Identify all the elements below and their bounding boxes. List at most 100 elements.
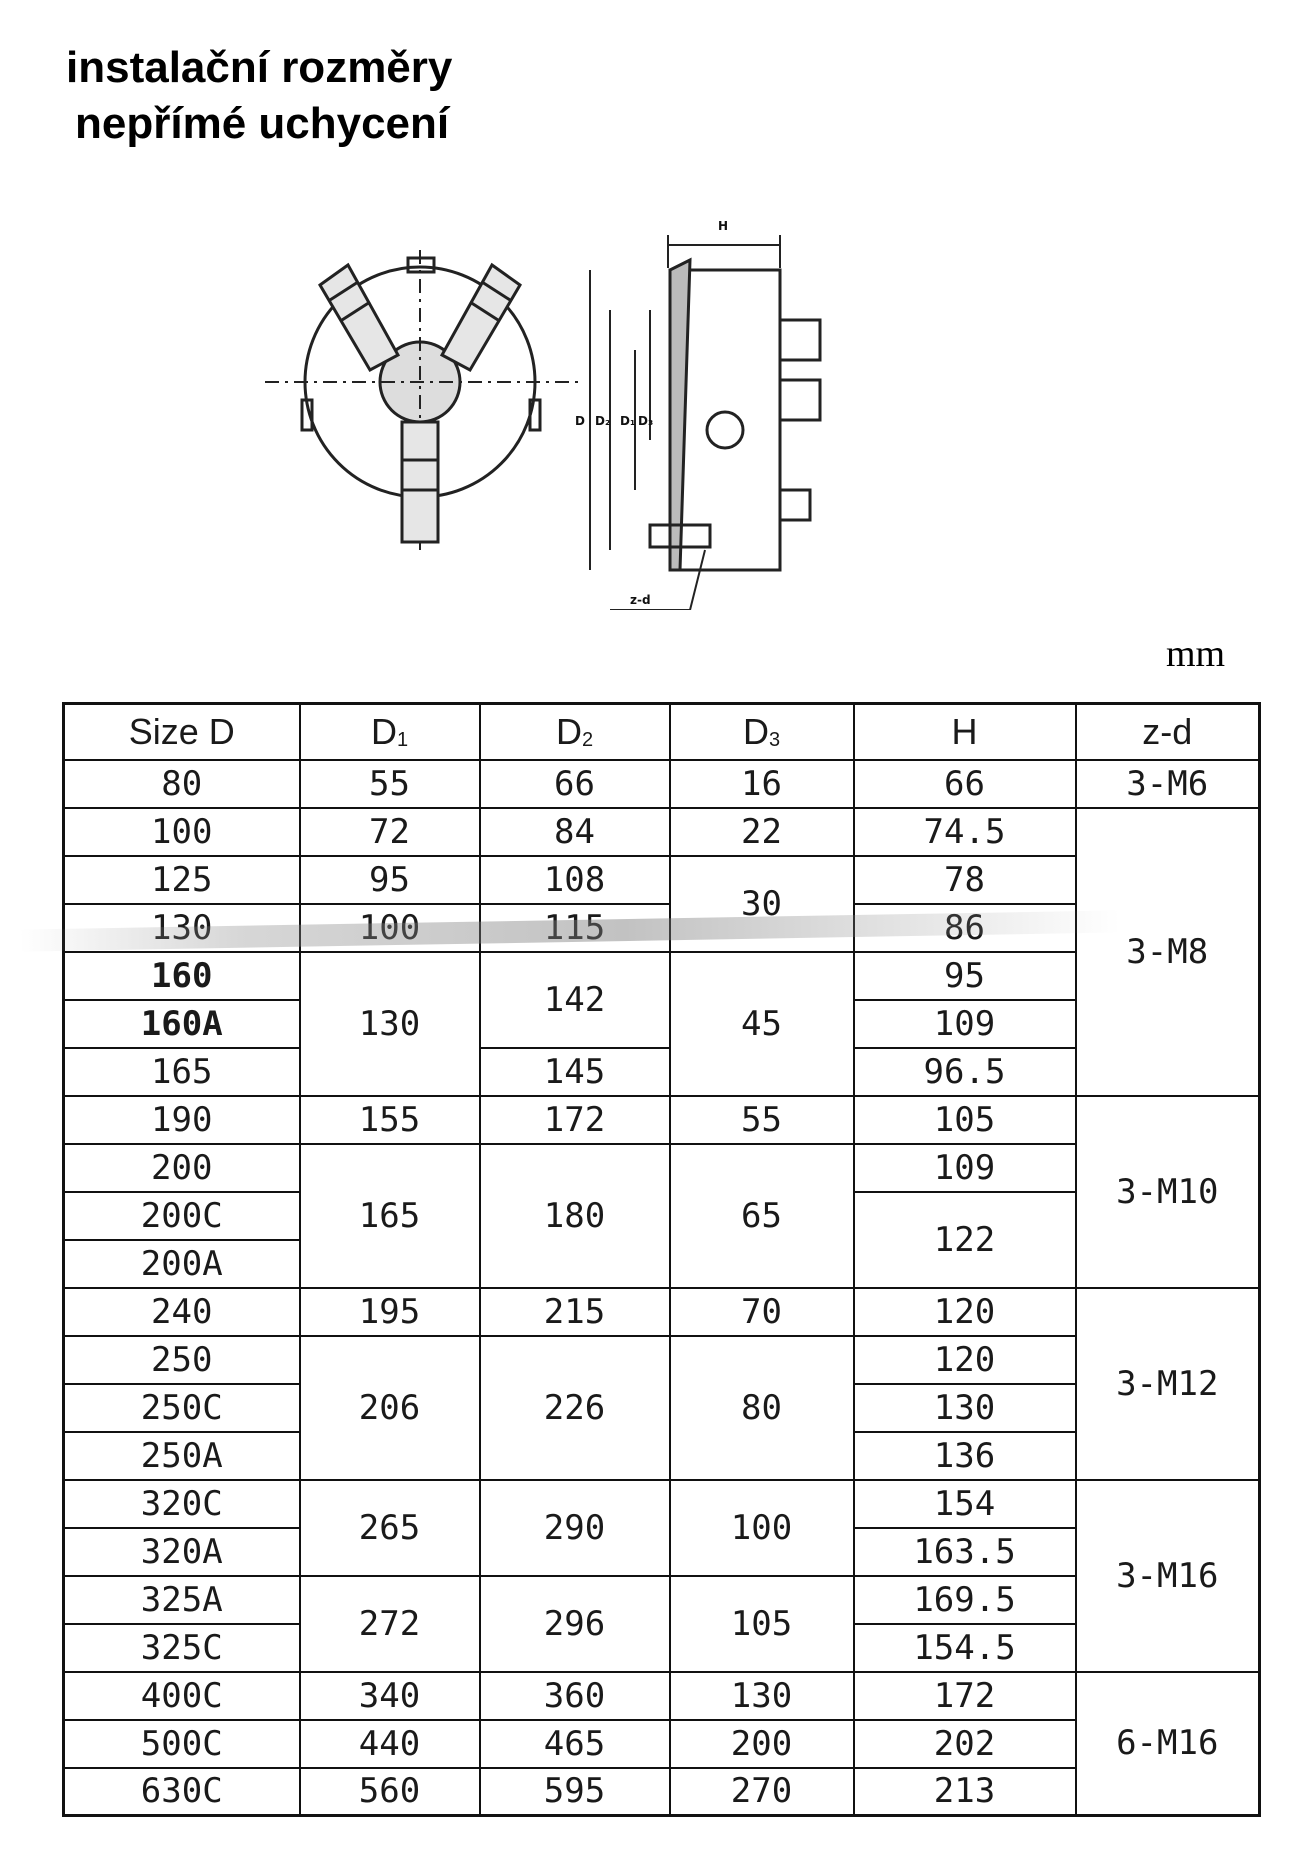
cell-h: 122	[852, 1190, 1077, 1289]
table-row: 325C 154.5	[62, 1622, 1260, 1673]
cell-h: 74.5	[852, 806, 1077, 857]
cell-h: 172	[852, 1670, 1077, 1721]
cell-d3: 130	[668, 1670, 855, 1721]
cell-h: 202	[852, 1718, 1077, 1769]
cell-d3: 30	[668, 854, 855, 953]
cell-h: 109	[852, 1142, 1077, 1193]
dimensions-table: Size D D1 D2 D3 H z-d 80 55 66 16 66 3-M…	[62, 702, 1261, 1817]
cell-size: 325C	[62, 1622, 301, 1673]
cell-d2: 465	[478, 1718, 671, 1769]
table-row: 190 155 172 55 105 3-M10	[62, 1094, 1261, 1289]
table-row: 130 100 115 86	[62, 902, 1260, 953]
cell-h: 130	[852, 1382, 1077, 1433]
cell-size: 500C	[62, 1718, 301, 1769]
table-row: 200 165 180 65 109	[62, 1142, 1260, 1289]
title-line-2: nepřímé uchycení	[75, 99, 450, 148]
table-row: 160A 109	[62, 998, 1260, 1049]
table-row: 200C 122	[62, 1190, 1260, 1289]
cell-h: 120	[852, 1334, 1077, 1385]
table-row: 250 206 226 80 120	[62, 1334, 1260, 1481]
cell-d3: 80	[668, 1334, 855, 1481]
cell-zd: 3-M12	[1074, 1286, 1261, 1481]
cell-d1: 340	[298, 1670, 481, 1721]
cell-size: 400C	[62, 1670, 301, 1721]
header-zd: z-d	[1074, 702, 1261, 761]
cell-zd: 3-M8	[1074, 806, 1261, 1097]
table-row: 160 130 142 45 95	[62, 950, 1260, 1097]
cell-h: 213	[852, 1766, 1077, 1817]
cell-size: 200	[62, 1142, 301, 1193]
cell-size: 200A	[62, 1238, 301, 1289]
cell-d3: 22	[668, 806, 855, 857]
cell-d2: 360	[478, 1670, 671, 1721]
cell-d2: 226	[478, 1334, 671, 1481]
cell-d1: 100	[298, 902, 481, 953]
table-row: 240 195 215 70 120 3-M12	[62, 1286, 1261, 1481]
cell-d3: 100	[668, 1478, 855, 1577]
cell-zd: 3-M16	[1074, 1478, 1261, 1673]
cell-zd: 3-M10	[1074, 1094, 1261, 1289]
table-row: 250A 136	[62, 1430, 1260, 1481]
cell-d1: 265	[298, 1478, 481, 1577]
cell-d3: 65	[668, 1142, 855, 1289]
cell-d2: 180	[478, 1142, 671, 1289]
cell-size: 250C	[62, 1382, 301, 1433]
cell-h: 163.5	[852, 1526, 1077, 1577]
cell-d1: 155	[298, 1094, 481, 1145]
cell-h: 78	[852, 854, 1077, 905]
cell-size: 200C	[62, 1190, 301, 1241]
cell-size: 165	[62, 1046, 301, 1097]
cell-d3: 55	[668, 1094, 855, 1145]
cell-d3: 105	[668, 1574, 855, 1673]
table-row: 165 145 96.5	[62, 1046, 1260, 1097]
jaw-left	[318, 262, 401, 373]
cell-d2: 66	[478, 758, 671, 809]
cell-h: 105	[852, 1094, 1077, 1145]
cell-d2: 290	[478, 1478, 671, 1577]
cell-size: 160A	[62, 998, 301, 1049]
cell-d1: 560	[298, 1766, 481, 1817]
table-row: 325A 272 296 105 169.5	[62, 1574, 1260, 1673]
cell-d2: 595	[478, 1766, 671, 1817]
table-header-row: Size D D1 D2 D3 H z-d	[62, 702, 1261, 761]
jaw-right	[439, 262, 522, 373]
cell-d2: 84	[478, 806, 671, 857]
document-title: instalační rozměry nepřímé uchycení	[66, 40, 452, 152]
cell-h: 169.5	[852, 1574, 1077, 1625]
chuck-technical-drawing: H D D₂ D₁ D₃ z-d	[265, 219, 822, 610]
cell-d3: 70	[668, 1286, 855, 1337]
cell-size: 250A	[62, 1430, 301, 1481]
header-h: H	[852, 702, 1077, 761]
table-row: 80 55 66 16 66 3-M6	[62, 758, 1261, 809]
cell-d1: 165	[298, 1142, 481, 1289]
cell-d2: 115	[478, 902, 671, 953]
table-row: 400C 340 360 130 172 6-M16	[62, 1670, 1261, 1817]
cell-size: 125	[62, 854, 301, 905]
cell-d1: 272	[298, 1574, 481, 1673]
table-row: 200A	[62, 1238, 1260, 1289]
cell-size: 130	[62, 902, 301, 953]
jaw-bottom	[400, 420, 440, 544]
cell-size: 630C	[62, 1766, 301, 1817]
cell-h: 109	[852, 998, 1077, 1049]
cell-size: 190	[62, 1094, 301, 1145]
cell-h: 154.5	[852, 1622, 1077, 1673]
header-d3: D3	[668, 702, 855, 761]
cell-d2: 142	[478, 950, 671, 1049]
label-D1: D₁	[620, 414, 635, 428]
cell-d1: 55	[298, 758, 481, 809]
cell-size: 250	[62, 1334, 301, 1385]
cell-size: 80	[62, 758, 301, 809]
cell-d1: 95	[298, 854, 481, 905]
cell-d3: 45	[668, 950, 855, 1097]
cell-zd: 6-M16	[1074, 1670, 1261, 1817]
cell-size: 320A	[62, 1526, 301, 1577]
cell-d2: 172	[478, 1094, 671, 1145]
cell-h: 136	[852, 1430, 1077, 1481]
table-row: 125 95 108 30 78	[62, 854, 1260, 953]
table-row: 320A 163.5	[62, 1526, 1260, 1577]
cell-size: 320C	[62, 1478, 301, 1529]
unit-label: mm	[1166, 633, 1226, 675]
header-d1: D1	[298, 702, 481, 761]
label-H: H	[718, 219, 728, 233]
